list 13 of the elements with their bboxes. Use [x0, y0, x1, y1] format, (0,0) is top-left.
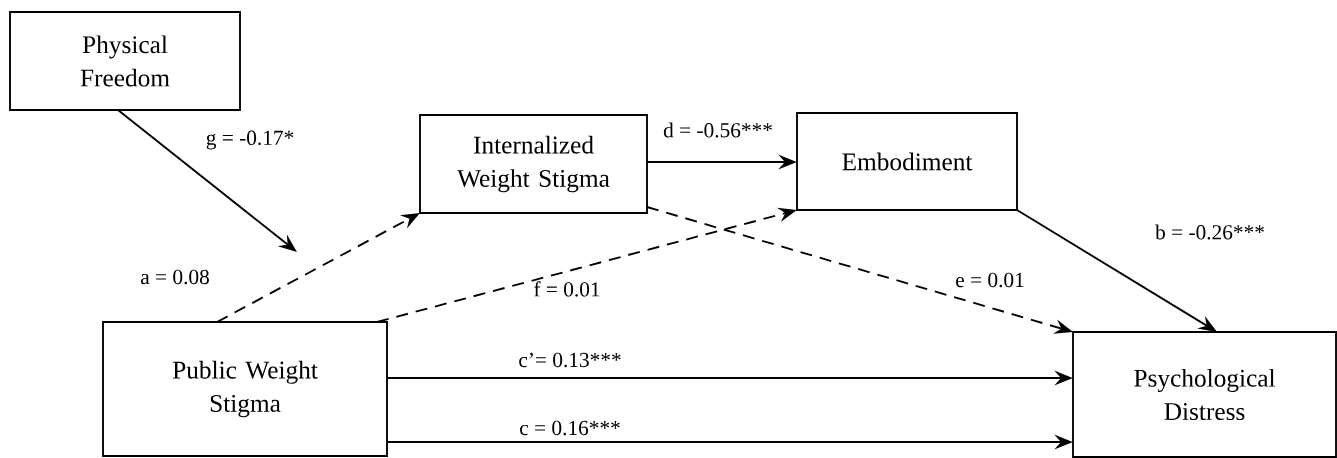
variable-box: Psychological Distress [1072, 331, 1337, 458]
edge-label: e = 0.01 [956, 272, 1024, 288]
variable-box: Embodiment [796, 112, 1018, 211]
variable-box: Physical Freedom [9, 11, 241, 111]
variable-box: Internalized Weight Stigma [419, 114, 648, 214]
edge-label: a = 0.08 [141, 269, 209, 285]
edge-label: g = -0.17* [206, 130, 294, 150]
edge-label: d = -0.56*** [663, 122, 772, 138]
edge-label: b = -0.26*** [1155, 224, 1264, 240]
edge-label: c = 0.16*** [520, 420, 620, 436]
edge-label: c’= 0.13*** [519, 352, 621, 368]
variable-box: Public Weight Stigma [102, 321, 388, 457]
edge-label: f = 0.01 [534, 281, 600, 297]
